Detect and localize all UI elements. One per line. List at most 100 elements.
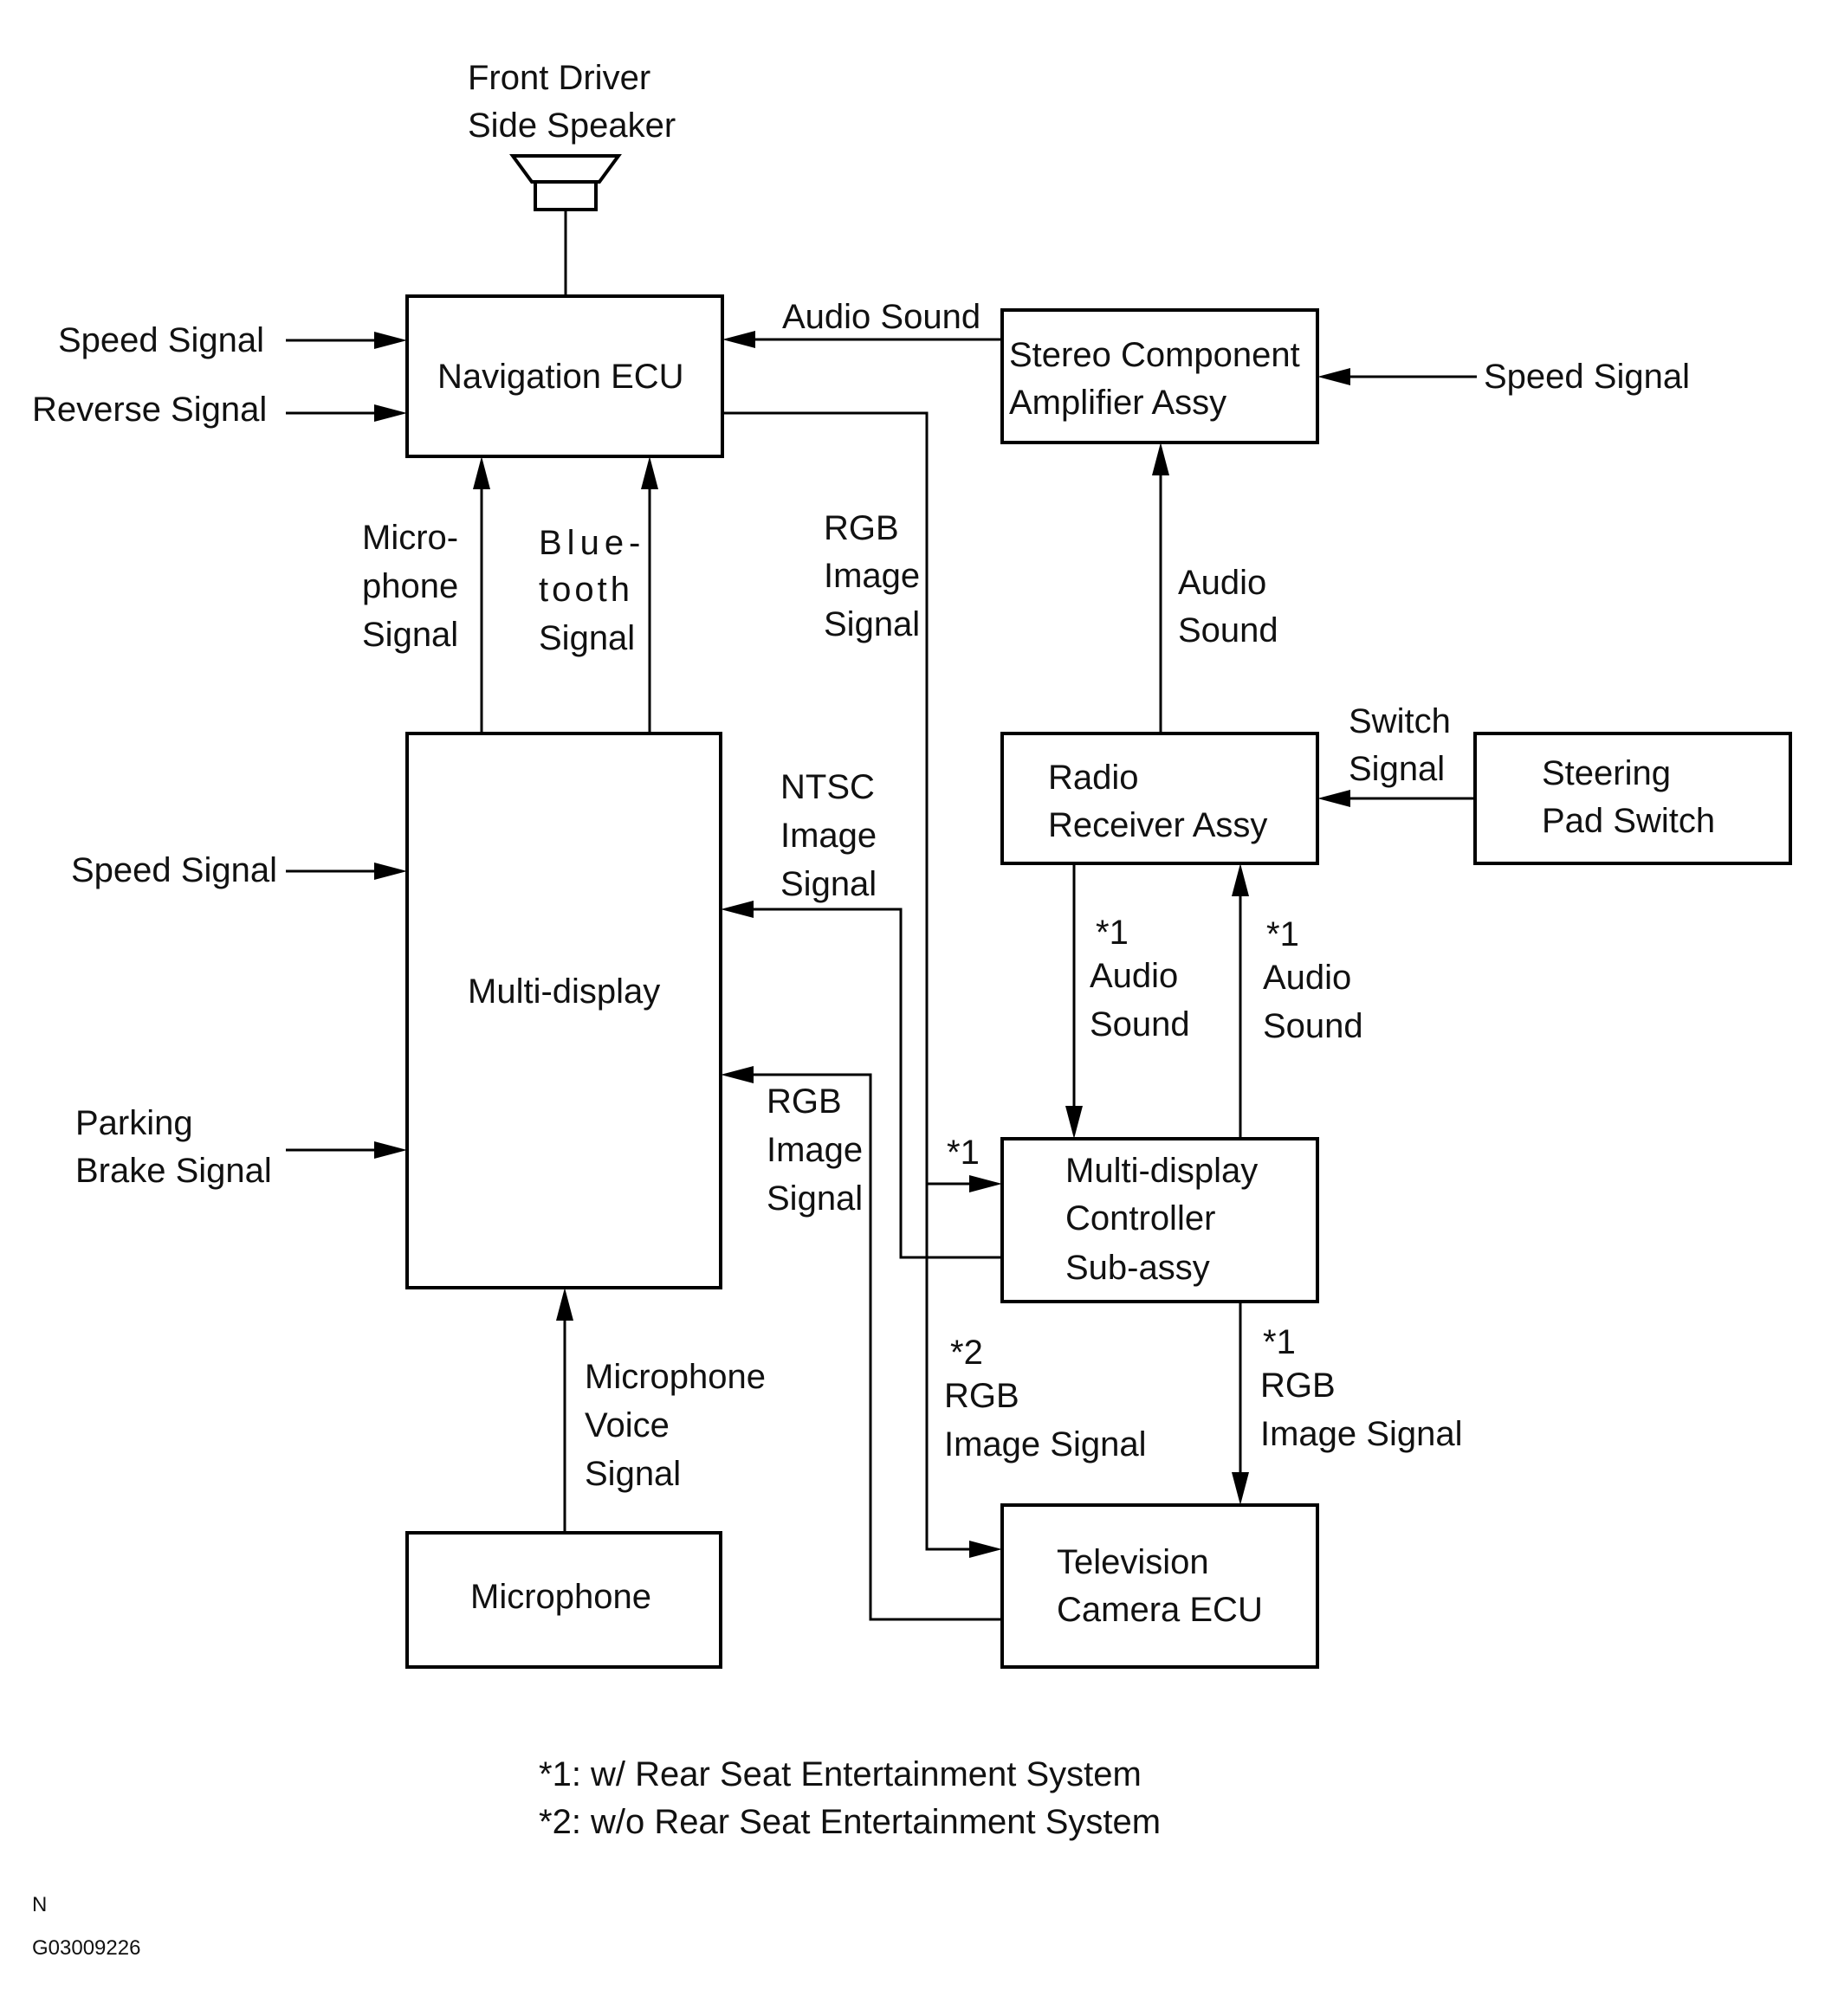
radio-to-amp-audio-label-line: Audio xyxy=(1178,564,1266,602)
navigation-ecu-label: Navigation ECU xyxy=(437,358,684,396)
stereo-amplifier-label: Stereo Component Amplifier Assy xyxy=(1009,336,1310,422)
nav-to-tv-rgb-label-line: RGB xyxy=(944,1377,1019,1415)
mic-voice-label-line: Voice xyxy=(585,1406,670,1444)
ntsc-signal-label-line: NTSC xyxy=(780,768,875,806)
parking-brake-label-line: Parking xyxy=(75,1104,193,1142)
bluetooth-signal-label-line: Blue- xyxy=(539,524,645,562)
radio-to-mdc-audio-arrow xyxy=(1065,863,1083,1139)
radio-to-amp-audio-arrow xyxy=(1152,443,1169,733)
radio-receiver-label-line: Receiver Assy xyxy=(1048,806,1267,844)
steering-pad-switch-label-line: Steering xyxy=(1542,754,1671,792)
microphone-signal-label: Micro- phone Signal xyxy=(362,519,468,654)
front-speaker-label-line: Side Speaker xyxy=(468,107,676,145)
switch-signal-label: Switch Signal xyxy=(1349,702,1460,788)
television-camera-ecu: Television Camera ECU xyxy=(1000,1503,1319,1669)
nav-to-tv-rgb-label-line: *2 xyxy=(950,1334,983,1372)
ntsc-signal-label: NTSC Image Signal xyxy=(780,768,886,903)
stereo-amplifier-label-line: Amplifier Assy xyxy=(1009,384,1226,422)
bluetooth-signal-label-line: Signal xyxy=(539,619,635,657)
footnote-2: *2: w/o Rear Seat Entertainment System xyxy=(539,1803,1161,1841)
camera-rgb-arrow xyxy=(721,1066,1002,1621)
bluetooth-signal-label-line: tooth xyxy=(539,571,633,609)
mic-voice-label-line: Microphone xyxy=(585,1358,766,1396)
multi-display-controller-label-line: Multi-display xyxy=(1065,1152,1258,1190)
steering-pad-switch-label-line: Pad Switch xyxy=(1542,802,1715,840)
microphone: Microphone xyxy=(405,1531,722,1669)
parking-brake-label: Parking Brake Signal xyxy=(75,1104,272,1190)
amp-to-nav-audio-arrow xyxy=(722,331,1002,348)
nav-speed-label: Speed Signal xyxy=(58,321,264,359)
mdc-to-radio-audio-label-line: Audio xyxy=(1263,959,1351,997)
bluetooth-signal-arrow xyxy=(641,456,658,733)
mdc-to-radio-audio-arrow xyxy=(1232,863,1249,1139)
amp-speed-arrow xyxy=(1317,368,1477,385)
front-speaker-label: Front Driver Side Speaker xyxy=(468,59,676,145)
nav-rgb-label-line: RGB xyxy=(824,509,899,547)
camera-rgb-label-line: RGB xyxy=(767,1082,842,1121)
multi-display: Multi-display xyxy=(405,732,722,1289)
radio-to-amp-audio-label-line: Sound xyxy=(1178,611,1278,649)
mdc-to-tv-rgb-arrow xyxy=(1232,1302,1249,1505)
microphone-label: Microphone xyxy=(470,1578,651,1616)
camera-rgb-label-line: Image xyxy=(767,1131,863,1169)
figure-id: G03009226 xyxy=(32,1936,140,1960)
microphone-signal-label-line: phone xyxy=(362,567,458,605)
nav-reverse-label: Reverse Signal xyxy=(32,391,267,429)
corner-code: N xyxy=(32,1893,47,1916)
nav-to-tv-rgb-label: *2 RGB Image Signal xyxy=(944,1334,1146,1464)
front-speaker-label-line: Front Driver xyxy=(468,59,650,97)
steering-pad-switch-label: Steering Pad Switch xyxy=(1542,754,1715,840)
radio-to-mdc-audio-label-line: *1 xyxy=(1096,914,1129,952)
amp-speed-label: Speed Signal xyxy=(1484,358,1690,396)
nav-to-mdc-note-label: *1 xyxy=(947,1134,980,1172)
parking-brake-arrow xyxy=(286,1141,407,1159)
radio-to-mdc-audio-label: *1 Audio Sound xyxy=(1090,914,1190,1044)
television-camera-ecu-label-line: Television xyxy=(1057,1543,1209,1581)
navigation-ecu: Navigation ECU xyxy=(405,294,724,458)
camera-rgb-label: RGB Image Signal xyxy=(767,1082,872,1218)
ntsc-signal-label-line: Signal xyxy=(780,865,877,903)
switch-signal-arrow xyxy=(1317,790,1475,807)
multi-display-controller-label-line: Sub-assy xyxy=(1065,1249,1210,1287)
radio-receiver: Radio Receiver Assy xyxy=(1000,732,1319,865)
md-speed-arrow xyxy=(286,863,407,880)
mdc-to-radio-audio-label-line: Sound xyxy=(1263,1007,1363,1045)
microphone-signal-label-line: Micro- xyxy=(362,519,458,557)
multi-display-label: Multi-display xyxy=(468,972,660,1011)
switch-signal-label-line: Switch xyxy=(1349,702,1451,740)
stereo-amplifier: Stereo Component Amplifier Assy xyxy=(1000,308,1319,444)
multi-display-controller-label: Multi-display Controller Sub-assy xyxy=(1065,1152,1267,1287)
multi-display-controller-label-line: Controller xyxy=(1065,1199,1215,1237)
mdc-to-tv-rgb-label-line: RGB xyxy=(1260,1367,1336,1405)
radio-receiver-label-line: Radio xyxy=(1048,759,1139,797)
ntsc-signal-label-line: Image xyxy=(780,817,877,855)
television-camera-ecu-label: Television Camera ECU xyxy=(1057,1543,1263,1629)
md-speed-label: Speed Signal xyxy=(71,851,277,889)
mdc-to-radio-audio-label-line: *1 xyxy=(1266,915,1299,953)
bluetooth-signal-label: Blue- tooth Signal xyxy=(539,524,656,657)
microphone-signal-label-line: Signal xyxy=(362,616,458,654)
speaker-icon xyxy=(509,154,622,211)
stereo-amplifier-label-line: Stereo Component xyxy=(1009,336,1300,374)
ntsc-signal-arrow xyxy=(721,901,1002,1259)
television-camera-ecu-label-line: Camera ECU xyxy=(1057,1591,1263,1629)
microphone-signal-arrow xyxy=(473,456,490,733)
mic-voice-label-line: Signal xyxy=(585,1455,681,1493)
mic-voice-label: Microphone Voice Signal xyxy=(585,1358,775,1493)
mdc-to-tv-rgb-label: *1 RGB Image Signal xyxy=(1260,1323,1462,1453)
mdc-to-tv-rgb-label-line: Image Signal xyxy=(1260,1415,1462,1453)
switch-signal-label-line: Signal xyxy=(1349,750,1445,788)
nav-rgb-label-line: Signal xyxy=(824,605,920,643)
nav-to-tv-rgb-label-line: Image Signal xyxy=(944,1425,1146,1464)
nav-rgb-label-line: Image xyxy=(824,557,920,595)
radio-to-mdc-audio-label-line: Audio xyxy=(1090,957,1178,995)
nav-rgb-bus xyxy=(722,411,1002,1558)
nav-speed-arrow xyxy=(286,332,407,349)
multi-display-controller: Multi-display Controller Sub-assy xyxy=(1000,1137,1319,1303)
mic-voice-arrow xyxy=(556,1288,573,1533)
nav-reverse-arrow xyxy=(286,404,407,422)
steering-pad-switch: Steering Pad Switch xyxy=(1473,732,1792,865)
footnote-1: *1: w/ Rear Seat Entertainment System xyxy=(539,1755,1142,1793)
mdc-to-radio-audio-label: *1 Audio Sound xyxy=(1263,915,1363,1045)
